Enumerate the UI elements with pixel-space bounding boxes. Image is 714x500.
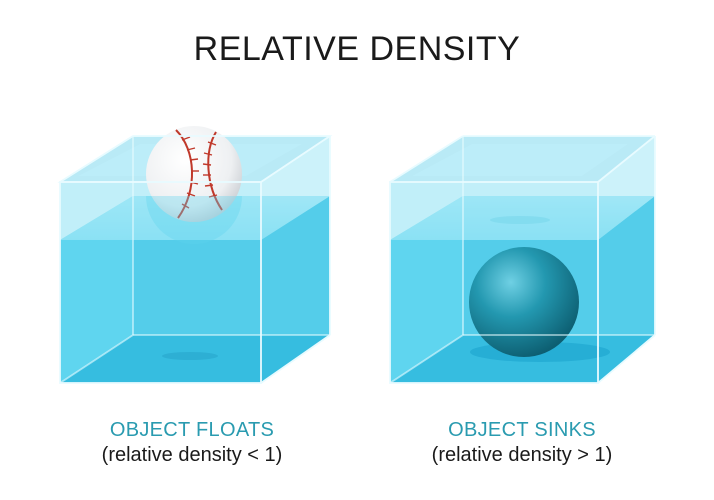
tank-float: [57, 135, 333, 383]
caption-subtitle: (relative density < 1): [101, 444, 283, 466]
tank-sink-edges: [389, 135, 656, 384]
caption-floats: OBJECT FLOATS (relative density < 1): [42, 418, 342, 468]
caption-sinks: OBJECT SINKS (relative density > 1): [372, 418, 672, 468]
tank-float-edges: [59, 135, 331, 384]
baseball-icon: [146, 126, 242, 244]
sphere-icon: [469, 247, 579, 357]
caption-subtitle: (relative density > 1): [431, 444, 613, 466]
diagram-title: RELATIVE DENSITY: [193, 30, 521, 68]
caption-heading: OBJECT FLOATS: [109, 419, 275, 441]
caption-heading: OBJECT SINKS: [448, 419, 596, 441]
float-shadow: [162, 352, 218, 360]
